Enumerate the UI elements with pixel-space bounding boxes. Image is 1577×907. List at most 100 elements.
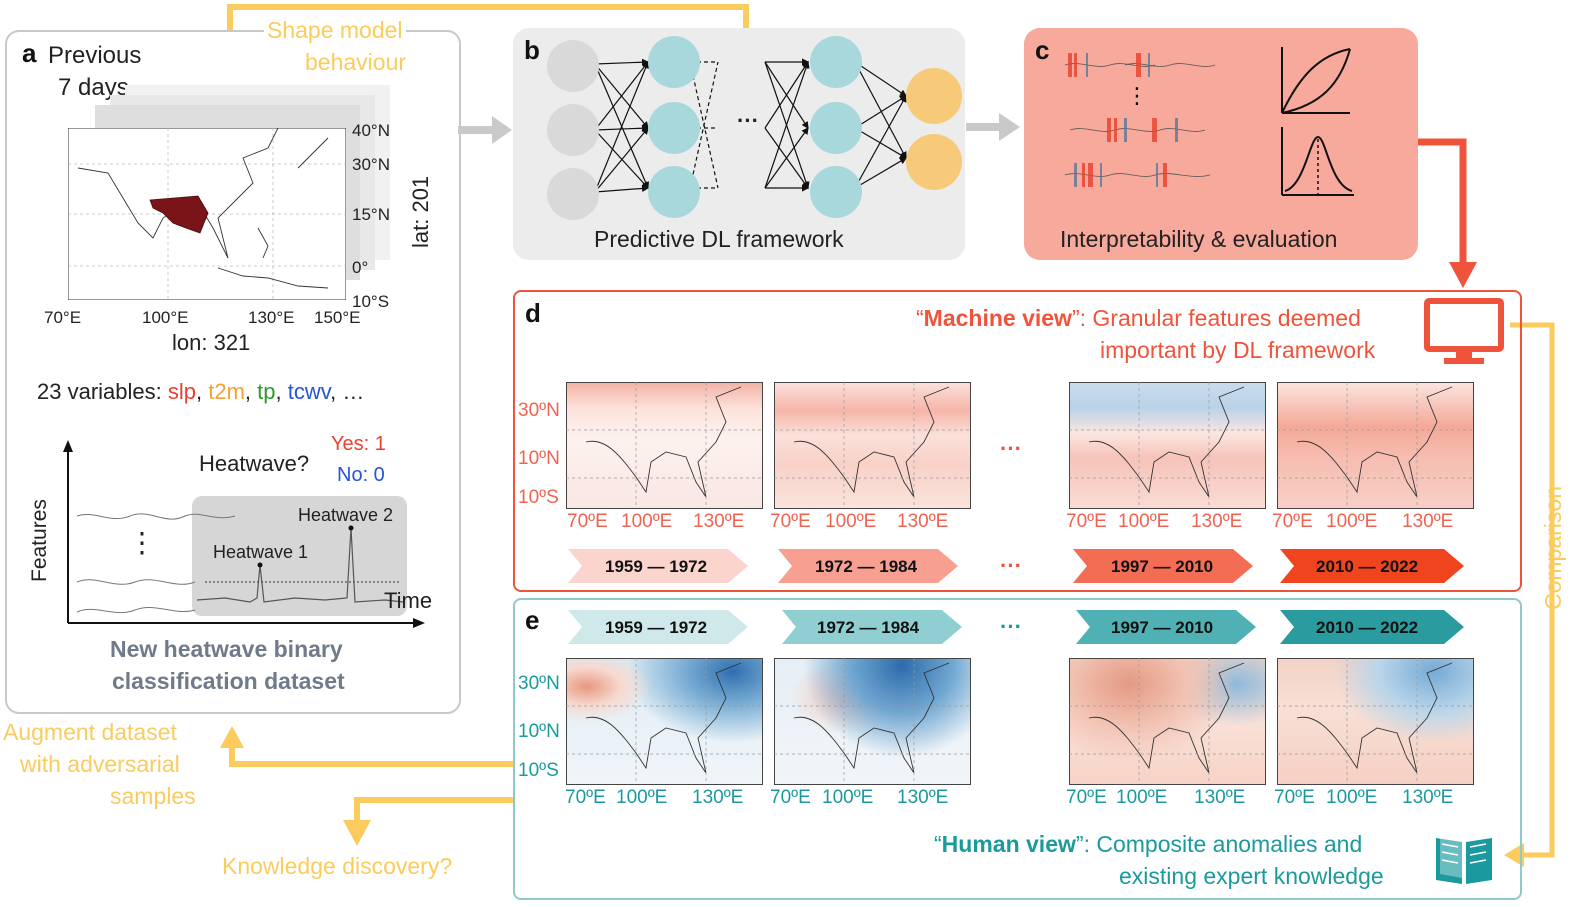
heatwave-2-label: Heatwave 2 xyxy=(298,505,394,525)
hidden-layer-ellipsis: ··· xyxy=(737,108,759,133)
human-map-4 xyxy=(1277,658,1474,785)
human-period-2: 1972 — 1984 xyxy=(817,618,920,637)
machine-period-4: 2010 — 2022 xyxy=(1316,557,1419,576)
panel-b-title: Predictive DL framework xyxy=(594,226,844,252)
machine-view-rest-1: : Granular features deemed xyxy=(1079,305,1361,331)
panel-a-letter: a xyxy=(22,38,37,68)
machine-lon-70e-1: 70ºE xyxy=(567,511,608,532)
human-lon-130e-4: 130ºE xyxy=(1402,787,1454,808)
human-period-1: 1959 — 1972 xyxy=(605,618,708,637)
time-axis-label: Time xyxy=(384,588,433,613)
monitor-icon xyxy=(1424,298,1504,364)
lat-tick-15n: 15°N xyxy=(352,205,390,224)
machine-period-3: 1997 — 2010 xyxy=(1111,557,1214,576)
heatwave-1-label: Heatwave 1 xyxy=(213,542,309,562)
shape-model-line-1: Shape model xyxy=(264,17,406,44)
machine-map-3 xyxy=(1069,382,1266,509)
machine-lon-100e-1: 100ºE xyxy=(621,511,673,532)
panel-d-letter: d xyxy=(525,298,541,328)
human-period-ellipsis: ··· xyxy=(1000,614,1022,639)
panel-c-title: Interpretability & evaluation xyxy=(1060,226,1338,252)
knowledge-discovery-label: Knowledge discovery? xyxy=(222,853,453,879)
machine-view-bold: Machine view xyxy=(923,305,1072,331)
lon-tick-130e: 130°E xyxy=(248,308,295,327)
human-lon-70e-1: 70ºE xyxy=(565,787,606,808)
machine-view-rest-2: important by DL framework xyxy=(1100,337,1376,363)
machine-lat-10s: 10ºS xyxy=(518,487,559,508)
variables-line: 23 variables: slp, t2m, tp, tcwv, … xyxy=(37,379,365,404)
machine-view-heading: “Machine view”: Granular features deemed xyxy=(916,305,1361,331)
var-more: , … xyxy=(330,379,365,404)
panel-c-letter: c xyxy=(1035,35,1050,65)
panel-c-box xyxy=(1024,28,1418,260)
machine-lon-100e-4: 100ºE xyxy=(1326,511,1378,532)
machine-map-coastlines xyxy=(566,382,1472,507)
human-lon-130e-3: 130ºE xyxy=(1194,787,1246,808)
machine-period-1: 1959 — 1972 xyxy=(605,557,708,576)
neural-network-diagram xyxy=(547,36,962,220)
svg-text:⋮: ⋮ xyxy=(1126,84,1148,109)
human-map-coastlines xyxy=(566,658,1472,783)
no-label: No: 0 xyxy=(337,464,385,486)
machine-lon-130e-2: 130ºE xyxy=(897,511,949,532)
machine-lon-100e-3: 100ºE xyxy=(1118,511,1170,532)
book-icon xyxy=(1436,834,1492,884)
var-tcwv: tcwv xyxy=(287,379,331,404)
panel-d-box xyxy=(513,290,1522,592)
human-lon-100e-3: 100ºE xyxy=(1116,787,1168,808)
var-tp: tp xyxy=(257,379,276,404)
previous-label: Previous xyxy=(48,42,142,69)
machine-lon-130e-1: 130ºE xyxy=(693,511,745,532)
heatwave-question: Heatwave? xyxy=(199,451,310,476)
lon-dimension-label: lon: 321 xyxy=(172,330,251,355)
lon-tick-150e: 150°E xyxy=(314,308,361,327)
lon-tick-70e: 70°E xyxy=(44,308,82,327)
human-view-bold: Human view xyxy=(941,831,1076,857)
machine-lon-130e-3: 130ºE xyxy=(1191,511,1243,532)
lat-tick-0: 0° xyxy=(352,258,369,277)
human-lat-10n: 10ºN xyxy=(518,721,560,742)
var-slp: slp xyxy=(167,379,196,404)
shape-model-line-2: behaviour xyxy=(305,49,407,75)
human-lat-10s: 10ºS xyxy=(518,760,559,781)
panel-e-box xyxy=(513,598,1522,900)
panel-b-letter: b xyxy=(524,35,540,65)
human-lon-70e-2: 70ºE xyxy=(770,787,811,808)
machine-map-1 xyxy=(566,382,763,509)
machine-lon-100e-2: 100ºE xyxy=(825,511,877,532)
machine-lat-30n: 30ºN xyxy=(518,400,560,421)
machine-map-4 xyxy=(1277,382,1474,509)
augment-line-1: Augment dataset xyxy=(3,719,177,745)
timeseries-sketch xyxy=(63,440,425,628)
human-view-rest-2: existing expert knowledge xyxy=(1119,863,1384,889)
series-dots: ⋮ xyxy=(128,527,156,558)
human-lon-130e-1: 130ºE xyxy=(692,787,744,808)
lat-tick-30n: 30°N xyxy=(352,155,390,174)
human-lon-70e-4: 70ºE xyxy=(1274,787,1315,808)
lat-tick-40n: 40°N xyxy=(352,121,390,140)
machine-period-2: 1972 — 1984 xyxy=(815,557,918,576)
human-period-arrows xyxy=(568,610,1464,644)
caption-line-2: classification dataset xyxy=(112,668,345,694)
attribution-illustration: ⋮ xyxy=(1064,47,1354,196)
lon-tick-100e: 100°E xyxy=(142,308,189,327)
human-view-heading: “Human view”: Composite anomalies and xyxy=(934,831,1363,857)
machine-lon-70e-2: 70ºE xyxy=(770,511,811,532)
human-lon-100e-4: 100ºE xyxy=(1326,787,1378,808)
variables-prefix: 23 variables: xyxy=(37,379,168,404)
human-period-4: 2010 — 2022 xyxy=(1316,618,1419,637)
machine-map-ellipsis: ··· xyxy=(1000,436,1022,461)
yes-label: Yes: 1 xyxy=(331,433,386,455)
comparison-label: Comparison xyxy=(1540,486,1566,610)
machine-map-2 xyxy=(774,382,971,509)
machine-period-ellipsis: ··· xyxy=(1000,553,1022,578)
machine-lon-130e-4: 130ºE xyxy=(1402,511,1454,532)
human-period-3: 1997 — 2010 xyxy=(1111,618,1214,637)
human-view-rest-1: : Composite anomalies and xyxy=(1083,831,1363,857)
machine-period-arrows xyxy=(568,549,1464,583)
human-map-2 xyxy=(774,658,971,785)
var-t2m: t2m xyxy=(208,379,245,404)
human-lat-30n: 30ºN xyxy=(518,673,560,694)
augment-line-2: with adversarial xyxy=(20,751,180,777)
panel-e-letter: e xyxy=(525,605,540,635)
